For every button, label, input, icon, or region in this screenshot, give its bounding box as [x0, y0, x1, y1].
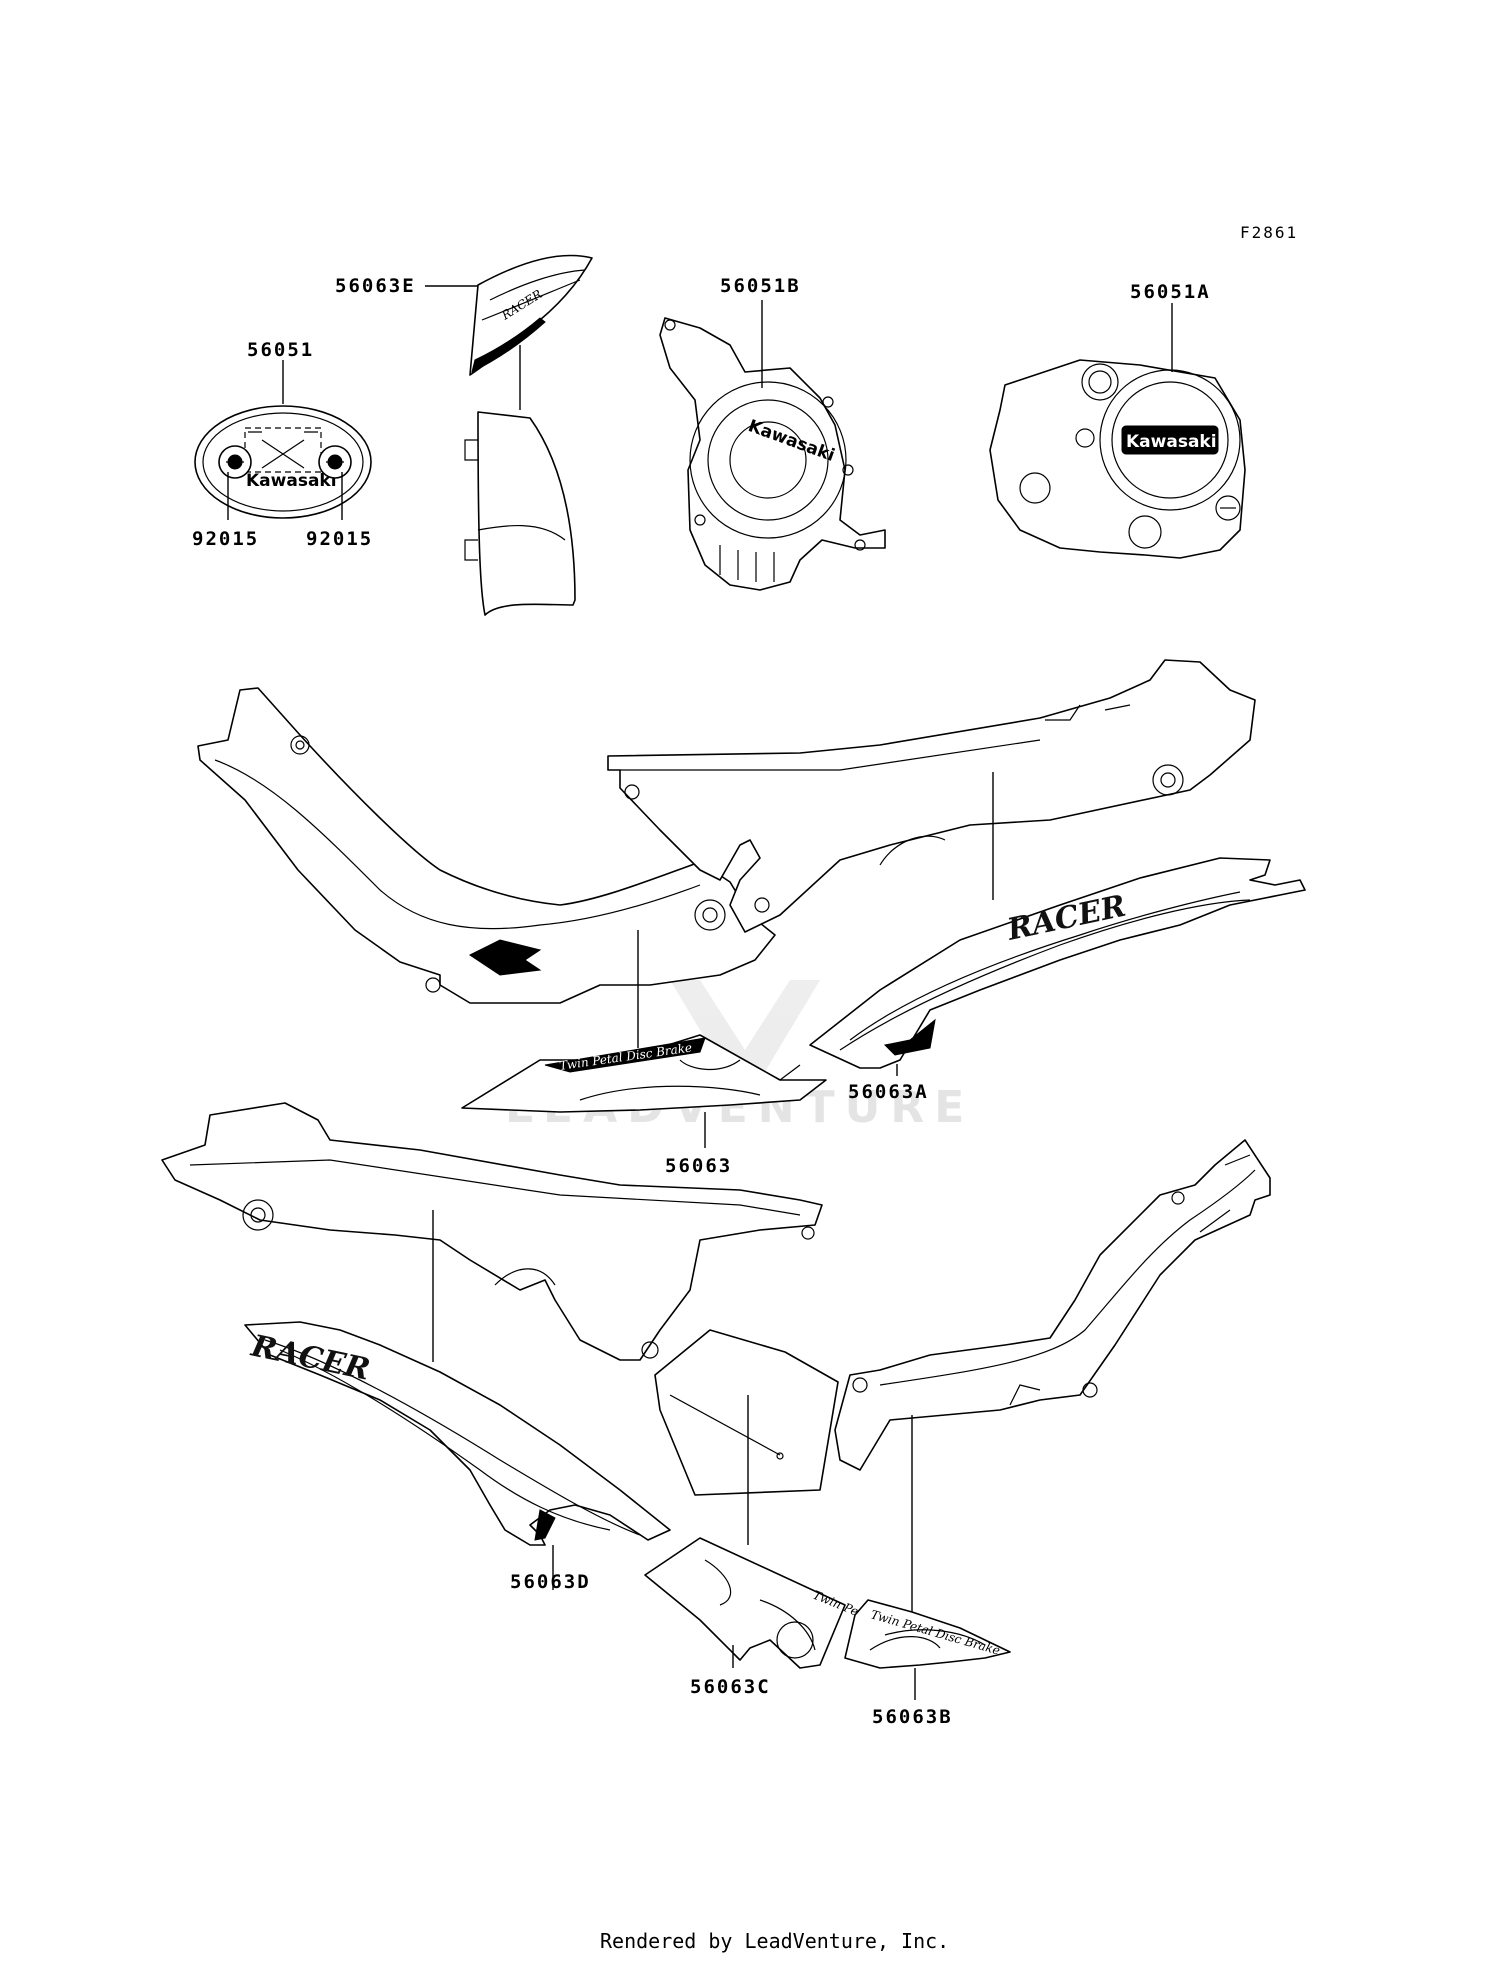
label-56063[interactable]: 56063: [665, 1155, 732, 1177]
tail-cover-lower[interactable]: [161, 1102, 823, 1361]
label-56051[interactable]: 56051: [247, 339, 314, 361]
emblem-56051[interactable]: Kawasaki: [194, 405, 372, 519]
clutch-cover-56051A[interactable]: Kawasaki: [989, 359, 1246, 559]
decal-56063A[interactable]: RACER: [809, 857, 1306, 1069]
frame-cover-upper-front[interactable]: [197, 687, 776, 1004]
label-56063B[interactable]: 56063B: [872, 1706, 953, 1728]
decal-56063E[interactable]: RACER: [469, 254, 593, 376]
label-56063E[interactable]: 56063E: [335, 275, 416, 297]
label-56063C[interactable]: 56063C: [690, 1676, 771, 1698]
frame-cover-lower-front[interactable]: [834, 1139, 1271, 1471]
engine-cover-56051B[interactable]: Kawasaki: [659, 317, 886, 591]
label-92015-right[interactable]: 92015: [306, 528, 373, 550]
tail-cover-upper[interactable]: [607, 659, 1256, 933]
decal-56063D[interactable]: RACER: [244, 1321, 671, 1546]
figure-code: F2861: [1240, 223, 1298, 242]
label-56051A[interactable]: 56051A: [1130, 281, 1211, 303]
clutch-cover-56051A-text: Kawasaki: [1126, 432, 1217, 452]
label-56063A[interactable]: 56063A: [848, 1081, 929, 1103]
fork-cover-56063E[interactable]: [464, 411, 576, 616]
screw-right[interactable]: [318, 445, 352, 479]
label-92015-left[interactable]: 92015: [192, 528, 259, 550]
emblem-56051-text: Kawasaki: [246, 471, 337, 491]
decal-56063B[interactable]: Twin Petal Disc Brake: [844, 1599, 1011, 1669]
screw-left[interactable]: [218, 445, 252, 479]
label-56063D[interactable]: 56063D: [510, 1571, 591, 1593]
side-panel[interactable]: [654, 1329, 839, 1496]
label-56051B[interactable]: 56051B: [720, 275, 801, 297]
footer-credit: Rendered by LeadVenture, Inc.: [600, 1929, 949, 1953]
